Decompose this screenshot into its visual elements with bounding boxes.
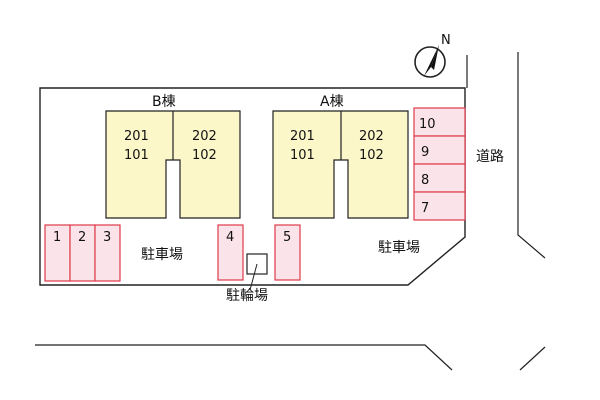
building-a-unit-202: 202 (359, 129, 384, 144)
parking-space-2 (69, 224, 96, 282)
road-label: 道路 (476, 149, 504, 165)
parking-space-9-label: 9 (421, 145, 429, 160)
parking-space-10-label: 10 (419, 117, 436, 132)
building-a (272, 110, 409, 219)
building-b-name: B棟 (152, 94, 176, 110)
compass-icon: N (414, 33, 451, 78)
parking-space-10 (413, 107, 466, 137)
building-a-name: A棟 (320, 94, 344, 110)
parking-space-7-label: 7 (421, 201, 429, 216)
parking-right-group: 10 9 8 7 (413, 107, 466, 221)
parking-left-group: 1 2 3 (44, 224, 121, 282)
building-a-unit-101: 101 (290, 148, 315, 163)
parking-space-3 (94, 224, 121, 282)
parking-space-4-label: 4 (226, 230, 234, 245)
parking-space-7 (413, 191, 466, 221)
parking-space-8 (413, 163, 466, 193)
road-lines (35, 52, 546, 371)
parking-space-5 (274, 224, 301, 281)
parking-space-5-label: 5 (283, 230, 291, 245)
building-a-unit-201: 201 (290, 129, 315, 144)
building-b-unit-201: 201 (124, 129, 149, 144)
building-b-unit-102: 102 (192, 148, 217, 163)
parking-space-1-label: 1 (53, 230, 61, 245)
parking-space-2-label: 2 (78, 230, 86, 245)
compass-north-label: N (441, 33, 451, 48)
bicycle-parking-label: 駐輪場 (226, 287, 268, 304)
building-a-unit-102: 102 (359, 148, 384, 163)
parking-label-left: 駐車場 (141, 246, 183, 263)
parking-space-8-label: 8 (421, 173, 429, 188)
parking-space-3-label: 3 (103, 230, 111, 245)
parking-space-1 (44, 224, 71, 282)
bicycle-parking-leader (249, 263, 258, 291)
parking-label-right: 駐車場 (378, 239, 420, 256)
parking-space-4 (217, 224, 244, 281)
building-b-unit-101: 101 (124, 148, 149, 163)
building-b (105, 110, 241, 219)
building-b-unit-202: 202 (192, 129, 217, 144)
